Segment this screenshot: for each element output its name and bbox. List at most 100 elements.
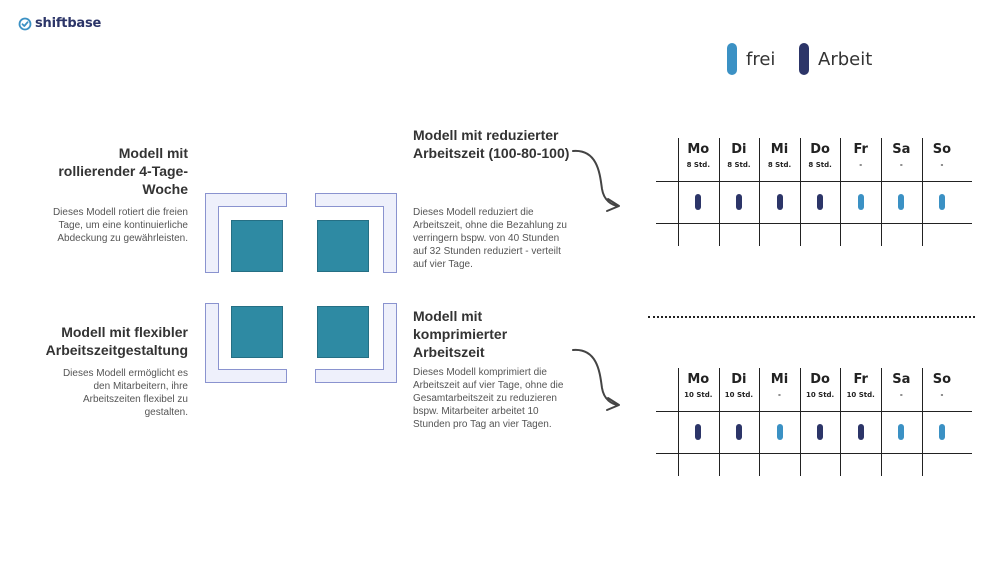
legend-label-frei: frei	[746, 48, 776, 70]
model-compressed-desc-wrap: Dieses Modell komprimiert die Arbeitszei…	[413, 366, 568, 431]
day-name: Do	[810, 142, 830, 157]
model-flexible-title: Modell mit flexibler Arbeitszeitgestaltu…	[45, 324, 188, 358]
square-top-left	[231, 220, 283, 272]
status-bar-arbeit	[735, 194, 742, 210]
table-vline	[840, 368, 842, 476]
status-bar-frei	[857, 194, 864, 210]
legend-label-arbeit: Arbeit	[818, 48, 873, 70]
shiftbase-logo: shiftbase	[18, 16, 101, 31]
table-hline	[656, 411, 972, 412]
model-reduced-desc-wrap: Dieses Modell reduziert die Arbeitszeit,…	[413, 206, 568, 271]
day-name: Mi	[770, 372, 789, 387]
model-rolling-title: Modell mit rollierender 4-Tage-Woche	[58, 145, 188, 197]
model-flexible-desc-wrap: Dieses Modell ermöglicht es den Mitarbei…	[48, 367, 188, 419]
day-header-sa: Sa -	[881, 142, 921, 169]
day-hours: 10 Std.	[684, 391, 713, 399]
day-hours: -	[899, 161, 903, 169]
day-name: Mo	[687, 142, 710, 157]
day-hours: 8 Std.	[686, 161, 710, 169]
day-name: Sa	[892, 372, 911, 387]
day-name: Fr	[853, 142, 868, 157]
status-bar-frei	[938, 194, 945, 210]
day-name: So	[932, 372, 952, 387]
day-name: Do	[810, 372, 830, 387]
day-hours: 8 Std.	[767, 161, 792, 169]
day-name: Fr	[853, 372, 868, 387]
day-header-fr: Fr -	[841, 142, 881, 169]
table-vline	[678, 368, 679, 476]
day-hours: -	[940, 161, 944, 169]
day-name: So	[932, 142, 952, 157]
table-vline	[799, 368, 801, 476]
day-name: Di	[731, 372, 747, 387]
day-hours: -	[940, 391, 944, 399]
model-flexible: Modell mit flexibler Arbeitszeitgestaltu…	[28, 323, 188, 359]
bracket-top-right	[315, 193, 397, 273]
day-hours: -	[899, 391, 903, 399]
status-bar-arbeit	[817, 424, 824, 440]
model-compressed-title: Modell mit komprimierter Arbeitszeit	[413, 308, 508, 360]
day-header-mo: Mo 8 Std.	[678, 142, 718, 169]
legend-pill-frei	[727, 43, 737, 75]
day-name: Di	[731, 142, 747, 157]
status-bar-arbeit	[817, 194, 824, 210]
arrow-icon-top	[572, 149, 620, 212]
model-rolling-desc: Dieses Modell rotiert die freien Tage, u…	[52, 207, 188, 244]
table-vline	[759, 368, 761, 476]
square-top-right	[317, 220, 369, 272]
day-name: Sa	[892, 142, 911, 157]
day-header-mi: Mi -	[760, 372, 800, 399]
day-hours: 8 Std.	[808, 161, 832, 169]
day-header-sa: Sa -	[881, 372, 921, 399]
table-vline	[678, 138, 679, 246]
status-bar-arbeit	[735, 424, 742, 440]
table-vline	[881, 138, 882, 246]
model-compressed-desc: Dieses Modell komprimiert die Arbeitszei…	[413, 367, 564, 430]
square-bottom-right	[317, 306, 369, 358]
status-bar-arbeit	[857, 424, 864, 440]
legend-pill-arbeit	[799, 43, 809, 75]
bracket-top-left	[205, 193, 287, 273]
model-compressed: Modell mit komprimierter Arbeitszeit	[413, 307, 543, 361]
table-vline	[921, 368, 923, 476]
logo-text: shiftbase	[35, 16, 102, 31]
table-hline	[656, 181, 972, 182]
status-bar-frei	[776, 424, 783, 440]
model-flexible-desc: Dieses Modell ermöglicht es den Mitarbei…	[62, 368, 188, 418]
day-hours: -	[778, 391, 781, 399]
status-bar-frei	[898, 424, 905, 440]
table-vline	[921, 138, 923, 246]
day-header-fr: Fr 10 Std.	[841, 372, 881, 399]
model-reduced-desc: Dieses Modell reduziert die Arbeitszeit,…	[413, 207, 567, 270]
day-hours: -	[859, 161, 863, 169]
check-circle-icon	[18, 17, 32, 30]
day-hours: 10 Std.	[805, 391, 835, 399]
quadrant-graphic	[205, 193, 397, 383]
table-vline	[718, 368, 720, 476]
day-header-so: So -	[922, 142, 962, 169]
day-name: Mi	[770, 142, 789, 157]
legend-item-arbeit: Arbeit	[799, 43, 872, 75]
model-rolling-desc-wrap: Dieses Modell rotiert die freien Tage, u…	[38, 206, 188, 245]
day-header-mo: Mo 10 Std.	[678, 372, 718, 399]
status-bar-arbeit	[695, 194, 702, 210]
dotted-separator	[648, 316, 975, 318]
day-header-do: Do 8 Std.	[800, 142, 840, 169]
day-name: Mo	[687, 372, 710, 387]
table-vline	[881, 368, 882, 476]
day-hours: 10 Std.	[846, 391, 875, 399]
table-vline	[840, 138, 842, 246]
bracket-bottom-left	[205, 303, 287, 383]
arrow-icon-bottom	[572, 348, 620, 411]
status-bar-frei	[898, 194, 905, 210]
table-vline	[799, 138, 801, 246]
square-bottom-left	[231, 306, 283, 358]
status-bar-frei	[938, 424, 945, 440]
model-reduced-title: Modell mit reduzierter Arbeitszeit (100-…	[413, 127, 570, 161]
table-hline	[656, 223, 972, 224]
table-hline	[656, 453, 972, 454]
